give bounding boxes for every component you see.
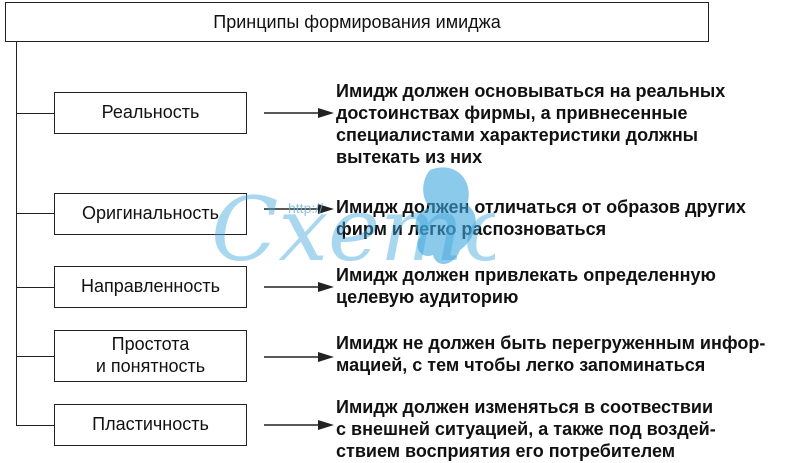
description-line: целевую аудиторию <box>336 287 519 307</box>
connector-spine <box>16 42 17 425</box>
principle-box-originality: Оригинальность <box>54 193 247 235</box>
principle-label-line: Простота <box>111 334 190 355</box>
description-line: ствием восприятия его потребителем <box>336 441 676 461</box>
diagram-title: Принципы формирования имиджа <box>5 2 709 42</box>
description-line: Имидж не должен быть перегруженным инфор… <box>336 333 766 353</box>
arrow-icon <box>264 420 334 430</box>
principle-box-direction: Направленность <box>54 266 247 308</box>
connector-line <box>16 213 54 214</box>
connector-line <box>16 425 54 426</box>
arrow-icon <box>264 108 334 118</box>
principle-box-simplicity: Простота и понятность <box>54 330 247 382</box>
connector-line <box>16 113 54 114</box>
connector-line <box>16 287 54 288</box>
description-line: Имидж должен изменяться в соотвествии <box>336 397 714 417</box>
principle-description-direction: Имидж должен привлекать определенную цел… <box>336 264 796 308</box>
principle-description-reality: Имидж должен основываться на реальных до… <box>336 80 796 168</box>
principle-box-plasticity: Пластичность <box>54 404 247 446</box>
description-line: фирм и легко распозноваться <box>336 219 607 239</box>
arrow-icon <box>264 204 334 214</box>
connector-line <box>16 356 54 357</box>
description-line: Имидж должен основываться на реальных <box>336 81 726 101</box>
description-line: Имидж должен привлекать определенную <box>336 265 716 285</box>
description-line: достоинствах фирмы, а привнесенные <box>336 103 688 123</box>
description-line: специалистами характеристики должны <box>336 125 699 145</box>
principle-box-reality: Реальность <box>54 92 247 134</box>
description-line: с внешней ситуацией, а также под воздей- <box>336 419 716 439</box>
principle-label-line: и понятность <box>95 356 206 376</box>
watermark-url: http:// <box>288 200 324 216</box>
description-line: Имидж должен отличаться от образов други… <box>336 197 746 217</box>
principle-description-plasticity: Имидж должен изменяться в соотвествии с … <box>336 396 796 462</box>
description-line: мацией, с тем чтобы легко запоминаться <box>336 355 706 375</box>
description-line: вытекать из них <box>336 147 483 167</box>
principle-description-originality: Имидж должен отличаться от образов други… <box>336 196 796 240</box>
principle-description-simplicity: Имидж не должен быть перегруженным инфор… <box>336 332 796 376</box>
arrow-icon <box>264 282 334 292</box>
arrow-icon <box>264 352 334 362</box>
